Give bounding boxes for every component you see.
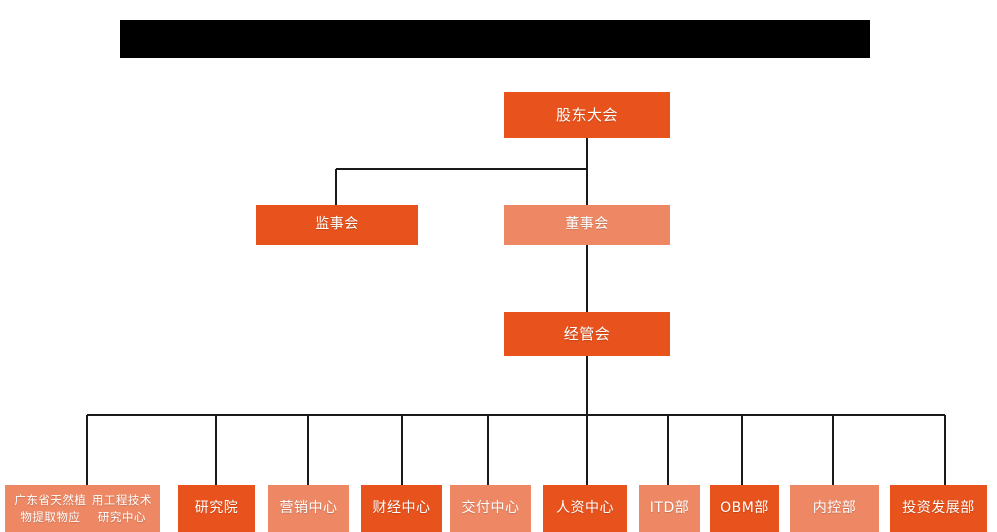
node-board-of-directors[interactable]: 董事会: [504, 205, 670, 245]
node-label-line-2: 用工程技术研究中心: [91, 492, 152, 524]
node-itd-department[interactable]: ITD部: [639, 485, 700, 532]
node-delivery-center[interactable]: 交付中心: [450, 485, 531, 532]
node-board-of-supervisors[interactable]: 监事会: [256, 205, 418, 245]
node-research-institute[interactable]: 研究院: [178, 485, 255, 532]
node-management-committee[interactable]: 经管会: [504, 312, 670, 356]
node-hr-center[interactable]: 人资中心: [543, 485, 627, 532]
node-investment-development-department[interactable]: 投资发展部: [890, 485, 987, 532]
node-obm-department[interactable]: OBM部: [710, 485, 779, 532]
node-label-line-1: 广东省天然植物提取物应: [14, 492, 87, 524]
node-guangdong-research-center[interactable]: 广东省天然植物提取物应 用工程技术研究中心: [5, 485, 160, 532]
node-internal-control-department[interactable]: 内控部: [790, 485, 879, 532]
redacted-title-bar: [120, 20, 870, 58]
node-shareholders-meeting[interactable]: 股东大会: [504, 92, 670, 138]
node-finance-center[interactable]: 财经中心: [361, 485, 442, 532]
node-marketing-center[interactable]: 营销中心: [268, 485, 349, 532]
